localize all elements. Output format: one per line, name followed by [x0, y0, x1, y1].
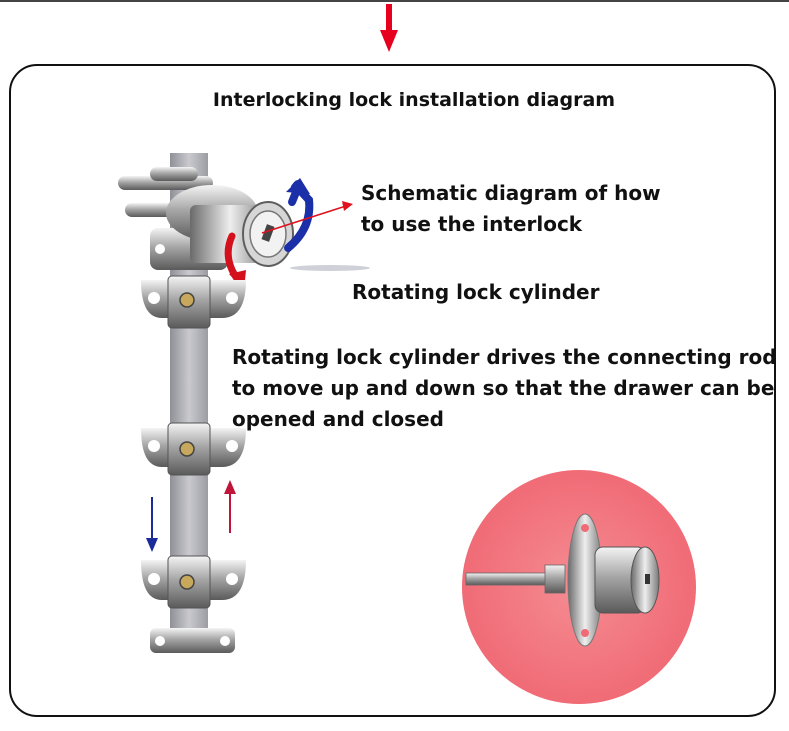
motion-arrow-up	[224, 480, 236, 533]
callout-line	[261, 204, 350, 234]
pointer-arrow-shaft	[386, 4, 392, 34]
callout-arrowhead	[342, 201, 353, 211]
lock-cylinder	[166, 185, 370, 271]
diagram-title: Interlocking lock installation diagram	[212, 89, 616, 111]
bracket-1	[141, 275, 246, 329]
top-divider	[0, 0, 789, 2]
bracket-2	[141, 422, 246, 476]
lock-product-photo	[465, 513, 660, 647]
motion-arrow-down	[146, 497, 158, 552]
bottom-plate	[150, 628, 235, 653]
rotating-cylinder-label: Rotating lock cylinder	[352, 280, 600, 304]
pointer-arrow-head	[380, 30, 398, 52]
mechanism-description: Rotating lock cylinder drives the connec…	[232, 345, 777, 431]
schematic-label: Schematic diagram of how to use the inte…	[361, 181, 661, 236]
bracket-3	[141, 555, 246, 609]
rotate-arrow-blue-head	[286, 178, 310, 194]
